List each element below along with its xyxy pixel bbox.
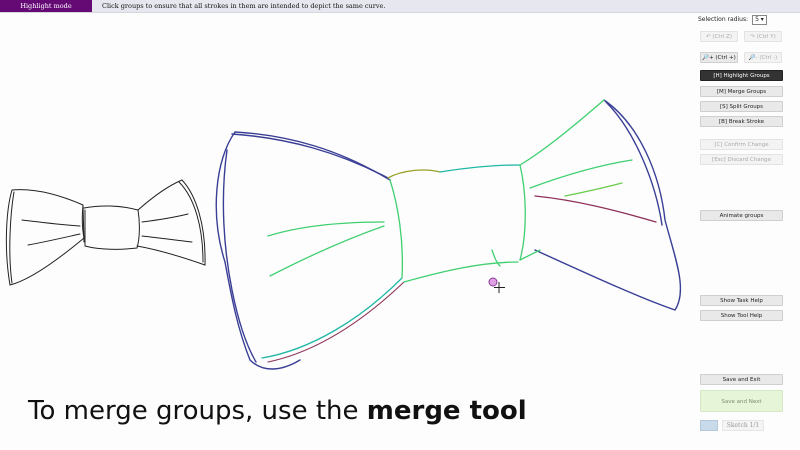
- mode-badge: Highlight mode: [0, 0, 92, 12]
- top-bar: Highlight mode Click groups to ensure th…: [0, 0, 800, 13]
- group-right-wing-top: [519, 99, 633, 261]
- sketch-canvas[interactable]: [0, 13, 800, 450]
- group-knot: [387, 164, 526, 283]
- save-and-exit-button[interactable]: Save and Exit: [700, 374, 783, 385]
- break-stroke-button[interactable]: [B] Break Stroke: [700, 116, 783, 127]
- animate-groups-button[interactable]: Animate groups: [700, 210, 783, 221]
- undo-button[interactable]: ↶ (Ctrl Z): [700, 31, 738, 42]
- show-task-help-button[interactable]: Show Task Help: [700, 295, 783, 306]
- save-and-next-button[interactable]: Save and Next: [700, 390, 783, 412]
- selection-radius-label: Selection radius: 5 ▾: [698, 15, 778, 25]
- caption-bold: merge tool: [366, 396, 527, 426]
- group-right-wing-maroon: [534, 195, 657, 223]
- confirm-change-button[interactable]: [C] Confirm Change: [700, 139, 783, 150]
- reference-sketch: [5, 179, 206, 286]
- group-left-inner: [267, 179, 404, 279]
- group-right-wing-lime: [564, 182, 623, 197]
- redo-button[interactable]: ↷ (Ctrl Y): [744, 31, 782, 42]
- group-left-wing-bottom: [261, 277, 403, 359]
- group-left-wing: [215, 131, 391, 370]
- task-instruction: Click groups to ensure that all strokes …: [102, 2, 386, 10]
- merge-groups-button[interactable]: [M] Merge Groups: [700, 86, 783, 97]
- sketch-thumbnail[interactable]: [700, 420, 718, 431]
- zoom-in-button[interactable]: 🔎+ (Ctrl +): [700, 52, 738, 63]
- group-left-wing-edge: [267, 281, 405, 363]
- sketch-counter: Sketch 1/1: [722, 420, 764, 431]
- tutorial-caption: To merge groups, use the merge tool: [28, 396, 527, 426]
- selection-radius-select[interactable]: 5 ▾: [752, 15, 767, 25]
- split-groups-button[interactable]: [S] Split Groups: [700, 101, 783, 112]
- group-right-wing: [534, 99, 682, 311]
- cursor-icon: [488, 277, 505, 293]
- zoom-out-button[interactable]: 🔎- (Ctrl -): [744, 52, 782, 63]
- caption-text: To merge groups, use the: [28, 396, 367, 426]
- discard-change-button[interactable]: [Esc] Discard Change: [700, 154, 783, 165]
- highlight-groups-button[interactable]: [H] Highlight Groups: [700, 70, 783, 81]
- show-tool-help-button[interactable]: Show Tool Help: [700, 310, 783, 321]
